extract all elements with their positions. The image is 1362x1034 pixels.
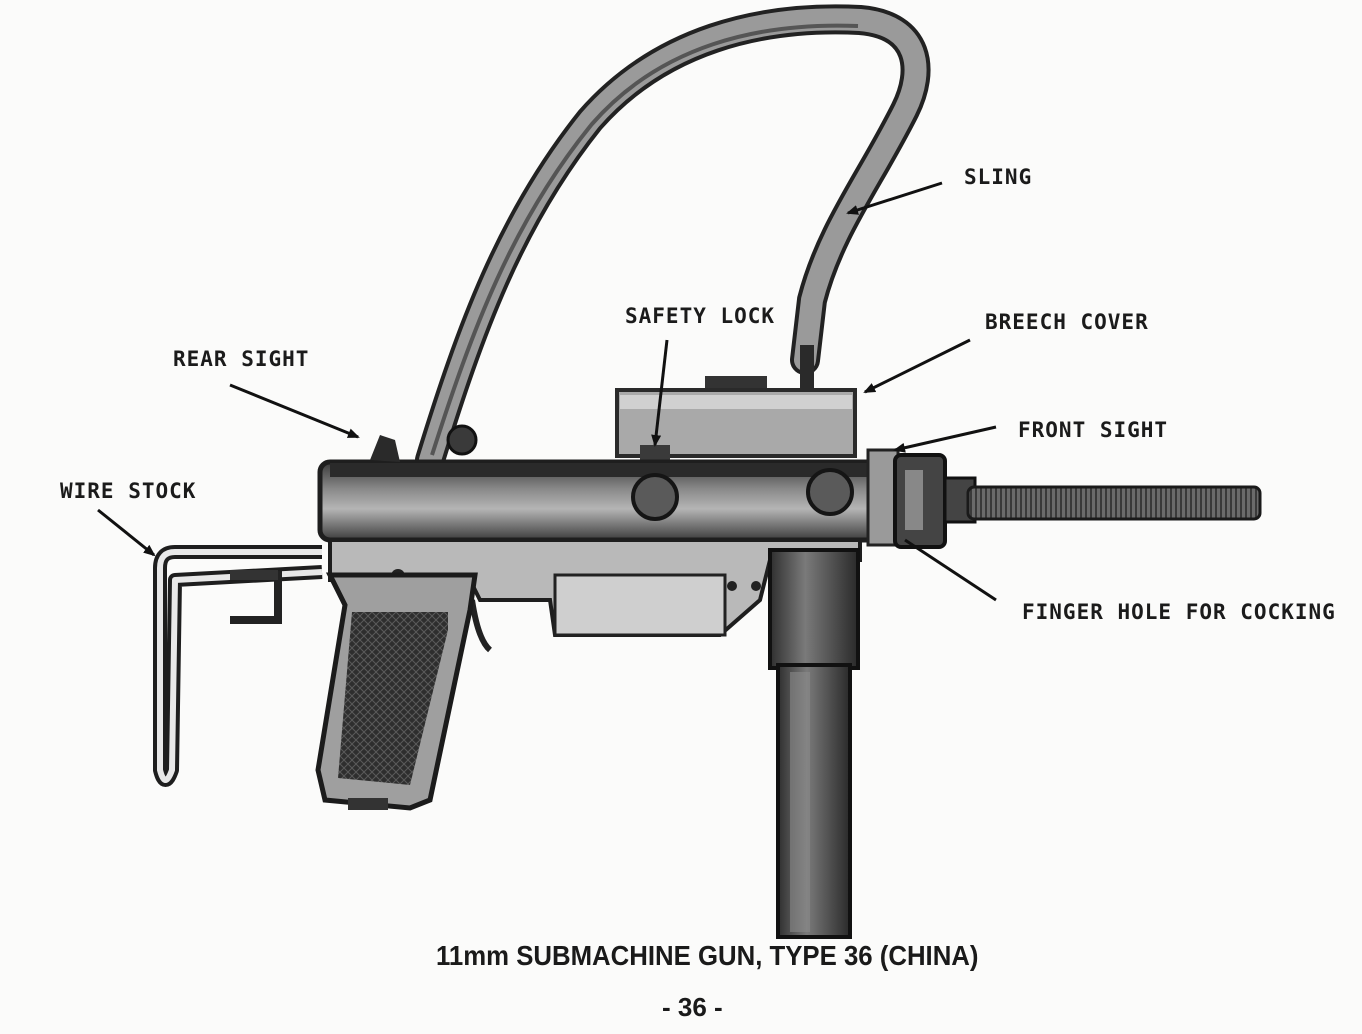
figure-caption: 11mm SUBMACHINE GUN, TYPE 36 (CHINA) xyxy=(436,940,979,971)
safety-lock-part xyxy=(640,445,670,461)
front-sight-label: FRONT SIGHT xyxy=(1018,418,1169,442)
pistol-grip xyxy=(315,572,478,811)
sling-arrow xyxy=(846,181,943,215)
rear-sight-label: REAR SIGHT xyxy=(173,347,310,371)
finger-hole-arrow xyxy=(904,538,997,602)
breech-cover xyxy=(615,376,857,461)
wire-stock xyxy=(153,545,323,787)
safety-lock-arrow xyxy=(651,339,669,447)
barrel xyxy=(943,476,1262,524)
wire-stock-arrow xyxy=(97,508,156,557)
rear-sight-part xyxy=(370,435,400,462)
front-sight-arrow xyxy=(893,425,997,453)
safety-lock-label: SAFETY LOCK xyxy=(625,304,776,328)
rear-sight-arrow xyxy=(229,383,360,439)
sling-label: SLING xyxy=(964,165,1033,189)
finger-hole-label: FINGER HOLE FOR COCKING xyxy=(1022,600,1336,624)
sling-strap xyxy=(415,4,931,475)
breech-cover-label: BREECH COVER xyxy=(985,310,1149,334)
magazine xyxy=(768,548,860,939)
wire-stock-label: WIRE STOCK xyxy=(60,479,197,503)
page-number: - 36 - xyxy=(662,992,723,1022)
leader-lines xyxy=(97,181,997,602)
breech-cover-arrow xyxy=(863,338,971,394)
